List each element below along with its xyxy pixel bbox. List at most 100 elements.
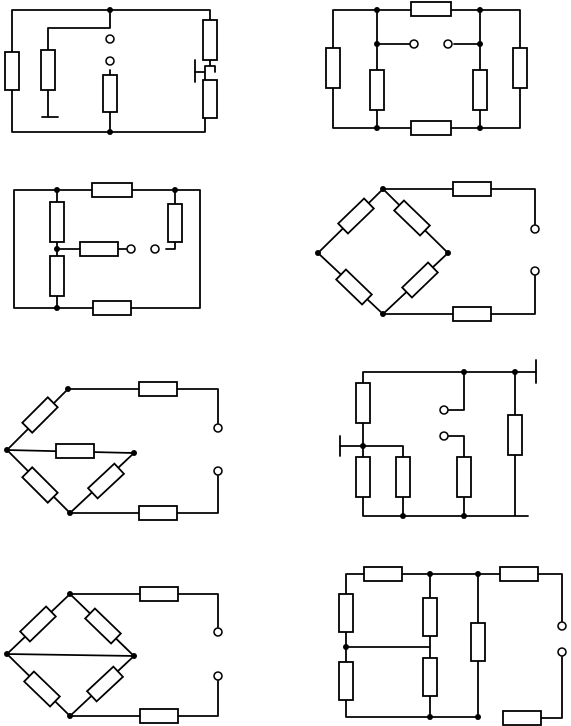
junction-dot xyxy=(343,644,349,650)
junction-dot xyxy=(461,513,467,519)
junction-dot xyxy=(54,305,60,311)
resistor xyxy=(410,120,452,136)
terminal xyxy=(557,647,567,657)
junction-dot xyxy=(374,7,380,13)
terminal xyxy=(213,466,223,476)
resistor xyxy=(92,300,132,316)
resistor xyxy=(22,670,62,708)
junction-dot xyxy=(315,250,321,256)
circuit-5 xyxy=(4,381,223,521)
resistor xyxy=(395,456,411,498)
circuit-7 xyxy=(4,586,223,724)
terminal xyxy=(443,39,453,49)
junction-dot xyxy=(475,571,481,577)
resistor xyxy=(338,661,354,701)
resistor xyxy=(499,566,539,582)
terminal xyxy=(105,34,115,44)
resistor xyxy=(452,306,492,322)
junction-dot xyxy=(54,246,60,252)
junction-dot xyxy=(67,510,73,516)
junction-dot xyxy=(131,653,137,659)
resistor xyxy=(4,51,20,91)
resistor xyxy=(452,181,492,197)
junction-dot xyxy=(131,450,137,456)
junction-dot xyxy=(65,386,71,392)
resistor xyxy=(21,396,59,434)
resistor xyxy=(392,199,432,237)
junction-dot xyxy=(360,443,366,449)
circuit-6 xyxy=(339,359,537,519)
junction-dot xyxy=(107,7,113,13)
junction-dot xyxy=(4,447,10,453)
resistor xyxy=(470,622,486,662)
resistor xyxy=(502,710,542,726)
resistor xyxy=(49,201,65,243)
resistor xyxy=(40,49,56,91)
junction-dot xyxy=(67,713,73,719)
junction-dot xyxy=(374,125,380,131)
junction-dot xyxy=(477,41,483,47)
resistor xyxy=(55,443,95,459)
junction-dot xyxy=(445,250,451,256)
resistor xyxy=(83,607,123,645)
junction-dot xyxy=(172,187,178,193)
junction-dot xyxy=(427,571,433,577)
resistor xyxy=(167,203,183,243)
resistor xyxy=(472,69,488,111)
resistor xyxy=(91,182,133,198)
junction-dot xyxy=(4,651,10,657)
resistor xyxy=(86,462,126,500)
junction-dot xyxy=(54,187,60,193)
resistor xyxy=(422,597,438,637)
junction-dot xyxy=(475,714,481,720)
circuit-8 xyxy=(338,566,567,726)
resistor xyxy=(507,414,523,456)
circuit-3 xyxy=(13,182,201,316)
terminal xyxy=(213,423,223,433)
resistor xyxy=(363,566,403,582)
resistor xyxy=(334,268,374,306)
junction-dot xyxy=(380,186,386,192)
resistor xyxy=(410,1,452,17)
resistor xyxy=(18,605,58,643)
resistor xyxy=(456,456,472,498)
junction-dot xyxy=(374,41,380,47)
resistor xyxy=(400,261,440,299)
terminal xyxy=(439,405,449,415)
terminal xyxy=(530,266,540,276)
terminal xyxy=(105,56,115,66)
terminal xyxy=(126,244,136,254)
resistor xyxy=(79,241,119,257)
junction-dot xyxy=(67,591,73,597)
junction-dot xyxy=(400,513,406,519)
resistor xyxy=(422,657,438,697)
resistor xyxy=(21,466,59,504)
resistor xyxy=(338,593,354,633)
junction-dot xyxy=(427,714,433,720)
resistor xyxy=(325,47,341,89)
circuit-2 xyxy=(325,1,528,136)
junction-dot xyxy=(461,369,467,375)
terminal xyxy=(557,621,567,631)
junction-dot xyxy=(477,125,483,131)
terminal xyxy=(150,244,160,254)
junction-dot xyxy=(380,311,386,317)
resistor xyxy=(369,69,385,111)
terminal xyxy=(213,627,223,637)
resistor xyxy=(355,382,371,424)
resistor xyxy=(138,505,178,521)
circuit-4 xyxy=(315,181,540,322)
terminal xyxy=(530,224,540,234)
circuit-1 xyxy=(4,7,218,135)
terminal xyxy=(409,39,419,49)
resistor xyxy=(49,255,65,297)
terminal xyxy=(213,671,223,681)
resistor xyxy=(336,197,376,235)
resistor xyxy=(202,19,218,61)
resistor xyxy=(102,74,118,113)
resistor xyxy=(512,47,528,89)
resistor xyxy=(139,708,179,724)
resistor xyxy=(138,381,178,397)
resistor xyxy=(355,456,371,498)
